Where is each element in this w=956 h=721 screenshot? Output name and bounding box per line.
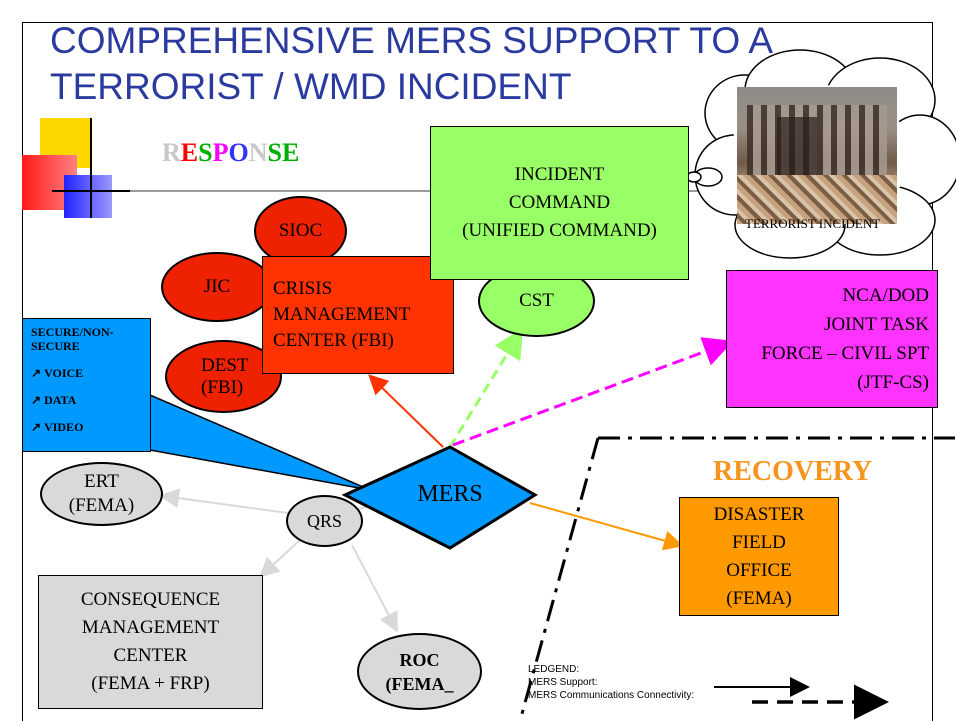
jtf-line-2: JOINT TASK — [824, 314, 929, 335]
dfo-line-2: FIELD — [732, 531, 786, 553]
roc-node: ROC (FEMA_ — [357, 633, 482, 710]
title-line-2: TERRORIST / WMD INCIDENT — [50, 66, 572, 107]
mers-label: MERS — [417, 481, 483, 507]
callout-bullet-icon: ↗ — [31, 420, 42, 434]
response-letter: E — [180, 138, 199, 167]
response-letter: S — [198, 138, 213, 167]
dfo-line-3: OFFICE — [726, 559, 792, 581]
cmc-line-4: (FEMA + FRP) — [91, 673, 210, 694]
secure-comms-callout: SECURE/NON- SECURE ↗ VOICE ↗ DATA ↗ VIDE… — [22, 318, 151, 452]
jic-label: JIC — [203, 276, 231, 297]
crisis-line-3: CENTER (FBI) — [273, 330, 394, 351]
cst-label: CST — [519, 290, 554, 311]
response-label: RESPONSE — [162, 138, 299, 168]
dest-line-2: (FBI) — [201, 376, 244, 398]
title-decoration — [22, 118, 157, 218]
dest-line-1: DEST — [201, 354, 249, 376]
title-line-1: COMPREHENSIVE MERS SUPPORT TO A — [50, 20, 774, 61]
jtf-line-4: (JTF-CS) — [857, 372, 929, 393]
callout-line-1: SECURE/NON- — [31, 325, 114, 339]
consequence-management-center: CONSEQUENCE MANAGEMENT CENTER (FEMA + FR… — [38, 575, 263, 709]
qrs-label: QRS — [306, 510, 342, 531]
callout-line-2: SECURE — [31, 339, 80, 353]
slide-title: COMPREHENSIVE MERS SUPPORT TO A TERRORIS… — [50, 18, 830, 110]
sioc-label: SIOC — [278, 220, 323, 241]
terrorist-incident-caption: TERRORIST INCIDENT — [745, 216, 881, 231]
jtf-line-3: FORCE – CIVIL SPT — [761, 343, 929, 364]
callout-item-voice: ↗ VOICE — [31, 366, 84, 380]
response-letter: O — [228, 138, 249, 167]
recovery-boundary — [518, 436, 955, 721]
jtf-cs-box: NCA/DOD JOINT TASK FORCE – CIVIL SPT (JT… — [726, 270, 938, 408]
cmc-line-2: MANAGEMENT — [81, 617, 220, 638]
response-letter: R — [162, 138, 181, 167]
callout-item-video: ↗ VIDEO — [31, 420, 84, 434]
response-letter: P — [212, 138, 229, 167]
callout-bullet-icon: ↗ — [31, 393, 42, 407]
response-letter: N — [248, 138, 268, 167]
cmc-line-1: CONSEQUENCE — [80, 589, 221, 610]
disaster-field-office: DISASTER FIELD OFFICE (FEMA) — [679, 497, 839, 616]
crisis-line-2: MANAGEMENT — [273, 304, 411, 325]
dfo-line-4: (FEMA) — [726, 587, 792, 609]
mers-diamond — [341, 445, 538, 550]
dfo-line-1: DISASTER — [713, 503, 805, 525]
ert-line-1: ERT — [84, 471, 119, 492]
incident-command-line-3: (UNIFIED COMMAND) — [462, 220, 657, 241]
incident-command-line-2: COMMAND — [508, 192, 611, 213]
cmc-line-3: CENTER — [113, 645, 188, 666]
recovery-label: RECOVERY — [713, 456, 873, 487]
response-letter: E — [281, 138, 300, 167]
callout-bullet-icon: ↗ — [31, 366, 42, 380]
terrorist-incident-photo — [737, 87, 897, 224]
roc-line-1: ROC — [399, 649, 440, 670]
callout-pointer — [149, 393, 371, 491]
legend-comms-label: MERS Communications Connectivity: — [528, 690, 695, 701]
roc-line-2: (FEMA_ — [385, 673, 454, 694]
crisis-management-center: CRISIS MANAGEMENT CENTER (FBI) — [262, 256, 454, 374]
incident-command-line-1: INCIDENT — [514, 164, 605, 185]
crisis-line-1: CRISIS — [273, 278, 333, 299]
qrs-node: QRS — [286, 495, 363, 547]
callout-item-data: ↗ DATA — [31, 393, 77, 407]
response-letter: S — [267, 138, 282, 167]
ert-line-2: (FEMA) — [68, 495, 135, 516]
jic-node: JIC — [161, 252, 273, 322]
legend-support-label: MERS Support: — [528, 677, 598, 688]
incident-command-box: INCIDENT COMMAND (UNIFIED COMMAND) — [430, 126, 689, 280]
legend-title: LEDGEND: — [528, 664, 580, 675]
legend: LEDGEND: MERS Support: MERS Communicatio… — [528, 663, 694, 702]
jtf-line-1: NCA/DOD — [842, 285, 929, 306]
ert-node: ERT (FEMA) — [40, 462, 163, 526]
